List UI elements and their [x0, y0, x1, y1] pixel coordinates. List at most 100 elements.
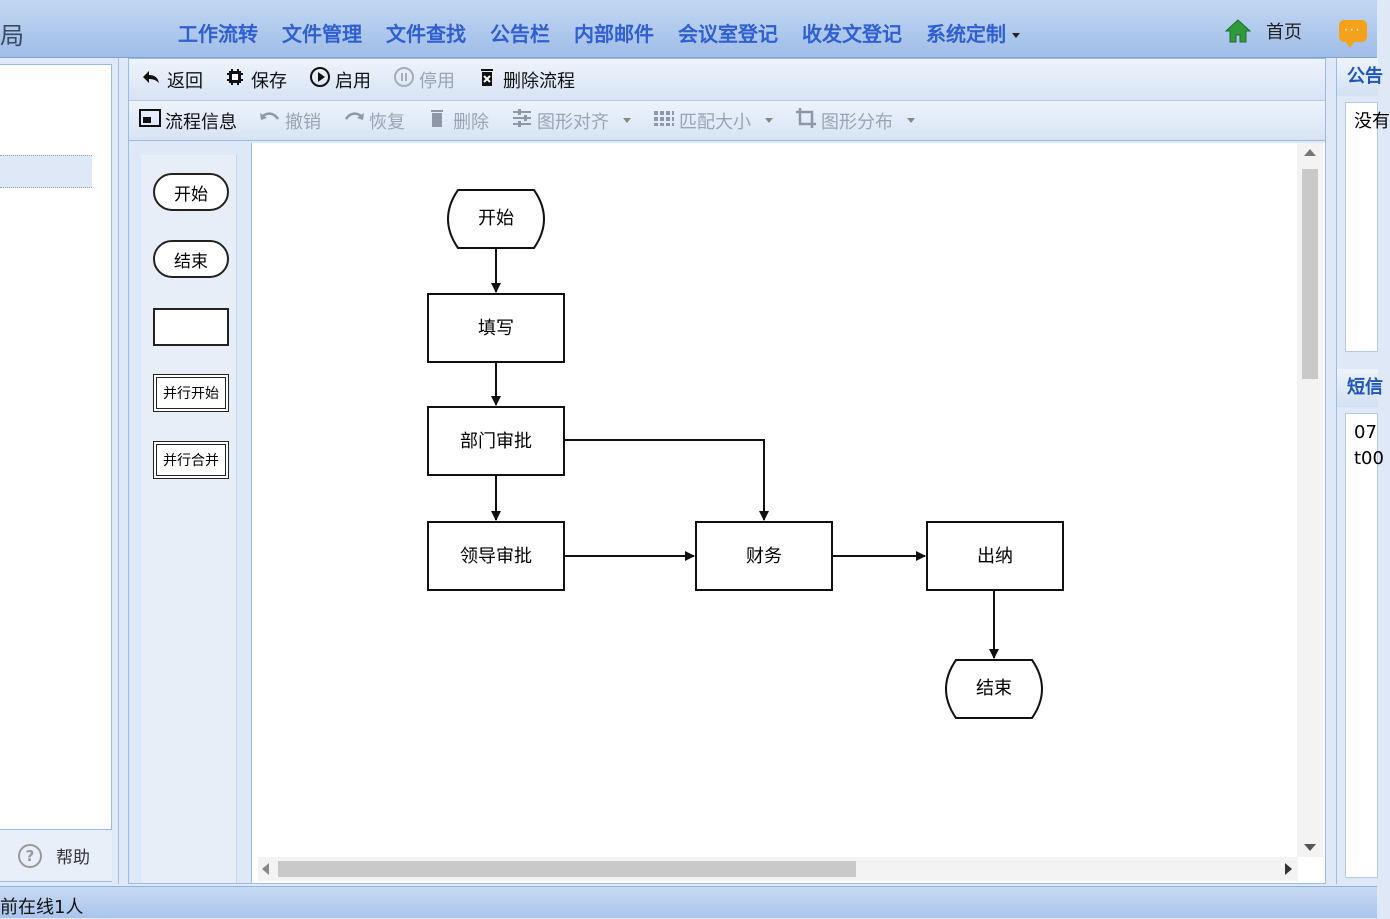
- vertical-scrollbar[interactable]: [1297, 143, 1323, 857]
- node-dept-label: 部门审批: [460, 431, 532, 452]
- redo-button[interactable]: 恢复: [343, 108, 405, 134]
- vertical-scroll-thumb[interactable]: [1302, 169, 1318, 379]
- node-dept-approval[interactable]: 部门审批: [427, 406, 565, 476]
- notice-panel-body: 没有: [1345, 102, 1390, 352]
- disable-button[interactable]: 停用: [393, 66, 455, 93]
- node-start[interactable]: 开始: [447, 189, 545, 249]
- workflow-editor: 返回 保存 启用 停用 删除流程 流程信息: [128, 58, 1326, 884]
- pause-circle-icon: [393, 66, 414, 93]
- chat-bubble-icon[interactable]: ···: [1339, 20, 1367, 48]
- play-circle-icon: [309, 66, 330, 93]
- delete-flow-label: 删除流程: [503, 70, 575, 92]
- nav-meeting-room[interactable]: 会议室登记: [678, 22, 778, 46]
- horizontal-scroll-thumb[interactable]: [278, 861, 856, 877]
- align-icon: [511, 108, 531, 133]
- edge-dept-finance[interactable]: [564, 439, 769, 521]
- save-button[interactable]: 保存: [225, 67, 287, 93]
- palette-end[interactable]: 结束: [153, 240, 229, 278]
- redo-icon: [343, 110, 364, 131]
- left-splitter[interactable]: [118, 58, 126, 884]
- delete-button[interactable]: 删除: [427, 108, 489, 134]
- sidebar-selected-item[interactable]: [0, 155, 92, 188]
- nav-file-search[interactable]: 文件查找: [386, 22, 466, 46]
- scroll-right-icon[interactable]: [1285, 863, 1292, 875]
- back-label: 返回: [167, 70, 203, 92]
- enable-button[interactable]: 启用: [309, 66, 371, 93]
- chip-icon: [225, 67, 245, 92]
- palette-parallel-start[interactable]: 并行开始: [153, 374, 229, 412]
- enable-label: 启用: [335, 70, 371, 92]
- palette-task[interactable]: [153, 308, 229, 346]
- app-title: 局: [0, 22, 24, 50]
- home-label: 首页: [1266, 22, 1302, 43]
- sms-line-1[interactable]: 07: [1354, 422, 1377, 443]
- notice-text: 没有: [1354, 111, 1390, 132]
- save-label: 保存: [251, 70, 287, 92]
- match-size-label: 匹配大小: [679, 111, 751, 133]
- node-cashier-label: 出纳: [977, 546, 1013, 567]
- help-icon: ?: [18, 843, 42, 868]
- node-end[interactable]: 结束: [945, 659, 1043, 719]
- nav-workflow[interactable]: 工作流转: [178, 22, 258, 46]
- scroll-left-icon[interactable]: [262, 863, 269, 875]
- node-start-label: 开始: [478, 208, 514, 229]
- undo-label: 撤销: [285, 111, 321, 133]
- node-fill-label: 填写: [478, 318, 514, 339]
- edit-toolbar: 流程信息 撤销 恢复 删除 图形对齐 匹配大小: [129, 101, 1325, 141]
- sms-panel-body: 07 t00: [1345, 413, 1384, 878]
- node-cashier[interactable]: 出纳: [926, 521, 1064, 591]
- distribute-label: 图形分布: [821, 111, 893, 133]
- redo-label: 恢复: [369, 111, 405, 133]
- back-button[interactable]: 返回: [141, 67, 203, 93]
- trash-icon: [427, 108, 447, 133]
- sms-line-2[interactable]: t00: [1354, 448, 1384, 469]
- nav-internal-mail[interactable]: 内部邮件: [574, 22, 654, 46]
- shape-palette: 开始 结束 并行开始 并行合并: [141, 155, 237, 883]
- notice-panel-title[interactable]: 公告: [1337, 58, 1383, 96]
- home-icon: [1224, 19, 1252, 43]
- palette-parallel-merge[interactable]: 并行合并: [153, 441, 229, 479]
- scroll-up-icon[interactable]: [1304, 149, 1316, 156]
- delete-label: 删除: [453, 111, 489, 133]
- node-finance-label: 财务: [746, 546, 782, 567]
- help-bar[interactable]: ? 帮助: [0, 829, 112, 881]
- top-header: 局 工作流转 文件管理 文件查找 公告栏 内部邮件 会议室登记 收发文登记 系统…: [0, 0, 1377, 58]
- nav-file-management[interactable]: 文件管理: [282, 22, 362, 46]
- match-size-dropdown[interactable]: 匹配大小: [653, 108, 773, 134]
- nav-bulletin[interactable]: 公告栏: [490, 22, 550, 46]
- flow-diagram: 开始 填写 部门审批 领导审批 财务 出纳: [427, 189, 1064, 719]
- window-icon: [139, 108, 161, 133]
- main-nav: 工作流转 文件管理 文件查找 公告栏 内部邮件 会议室登记 收发文登记 系统定制: [178, 18, 1044, 47]
- node-fill[interactable]: 填写: [427, 293, 565, 363]
- status-bar: 前在线1人: [0, 886, 1377, 918]
- grid-icon: [653, 109, 674, 132]
- nav-system-custom[interactable]: 系统定制: [926, 18, 1020, 47]
- node-finance[interactable]: 财务: [695, 521, 833, 591]
- horizontal-scrollbar[interactable]: [258, 857, 1298, 881]
- palette-start[interactable]: 开始: [153, 173, 229, 211]
- crop-icon: [795, 107, 816, 134]
- undo-button[interactable]: 撤销: [259, 108, 321, 134]
- nav-document-register[interactable]: 收发文登记: [802, 22, 902, 46]
- main-toolbar: 返回 保存 启用 停用 删除流程: [129, 59, 1325, 101]
- chevron-down-icon: [623, 118, 631, 123]
- chevron-down-icon: [1012, 33, 1020, 38]
- online-count: 前在线1人: [0, 897, 84, 918]
- delete-flow-button[interactable]: 删除流程: [477, 67, 575, 93]
- left-sidebar: ? 帮助: [0, 64, 112, 882]
- sms-panel-title[interactable]: 短信: [1337, 369, 1383, 407]
- flow-canvas[interactable]: 开始 填写 部门审批 领导审批 财务 出纳: [251, 143, 1325, 883]
- trash-icon: [477, 67, 497, 92]
- flow-info-button[interactable]: 流程信息: [139, 108, 237, 134]
- chevron-down-icon: [907, 118, 915, 123]
- chevron-down-icon: [765, 118, 773, 123]
- home-link[interactable]: 首页: [1224, 18, 1302, 44]
- align-label: 图形对齐: [537, 111, 609, 133]
- disable-label: 停用: [419, 70, 455, 92]
- scroll-down-icon[interactable]: [1304, 844, 1316, 851]
- distribute-dropdown[interactable]: 图形分布: [795, 107, 915, 134]
- help-label: 帮助: [56, 848, 90, 868]
- node-leader-approval[interactable]: 领导审批: [427, 521, 565, 591]
- undo-icon: [259, 110, 280, 131]
- align-dropdown[interactable]: 图形对齐: [511, 108, 631, 134]
